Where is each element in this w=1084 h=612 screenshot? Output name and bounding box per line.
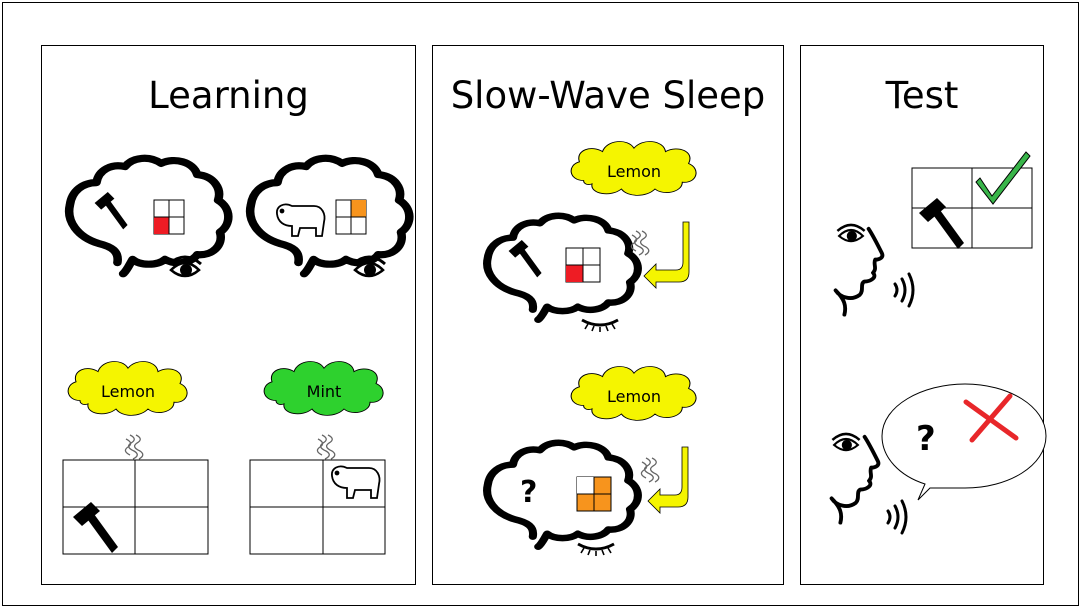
mint-label: Mint [307,382,342,401]
sleep-title: Slow-Wave Sleep [450,74,766,117]
odor-wisp-icon [630,230,650,256]
odor-wisp-icon [124,434,144,460]
sleep-brain-hammer [487,216,638,320]
sleep-brain-question [487,443,638,547]
polar-bear-icon [331,465,381,499]
lemon-label: Lemon [607,162,661,181]
lemon-label: Lemon [101,382,155,401]
mint-cloud: Mint [263,361,384,416]
mini-grid-orange [335,199,367,235]
learning-title: Learning [148,74,309,117]
cross-icon [963,393,1019,443]
eye-icon [836,223,866,243]
eye-icon [831,432,861,452]
mini-grid-red [153,199,185,235]
sleep-panel: Slow-Wave Sleep [432,45,784,585]
mini-grid-orange [576,476,612,512]
question-mark: ? [520,475,537,510]
test-title: Test [885,74,959,117]
lemon-cloud: Lemon [570,365,697,421]
speech-bubble [881,383,1047,501]
lemon-cloud: Lemon [67,361,188,416]
hammer-icon [94,192,128,230]
checkmark-icon [975,151,1031,205]
mini-grid-red [565,247,601,283]
learning-brain-hammer [69,158,228,274]
sound-waves-icon [893,272,915,308]
lemon-cloud: Lemon [570,140,697,196]
lemon-label: Lemon [607,387,661,406]
sound-waves-icon [886,499,908,535]
learning-brain-bear [250,158,409,274]
hammer-icon [508,240,542,278]
closed-eye-icon [580,318,620,334]
speaking-face-icon [829,434,881,525]
speaking-face-icon [833,226,885,317]
odor-wisp-icon [640,457,660,483]
closed-eye-icon [576,542,616,558]
polar-bear-icon [276,203,326,237]
curved-arrow-icon [647,446,689,514]
odor-wisp-icon [316,434,336,460]
question-mark: ? [916,419,936,459]
curved-arrow-icon [643,221,690,289]
location-grid-hammer [62,459,209,555]
